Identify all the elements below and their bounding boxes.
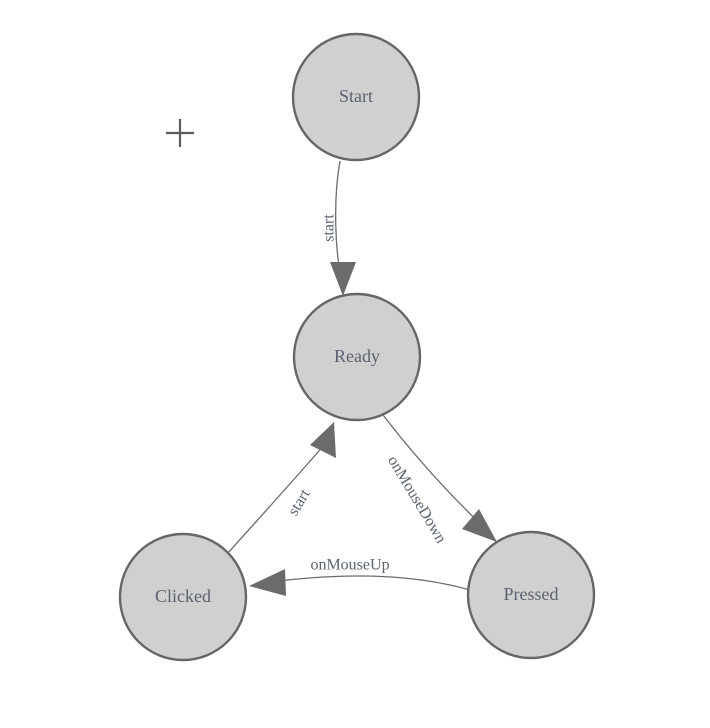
edge-path: [263, 575, 471, 591]
node-label: Clicked: [155, 586, 211, 606]
node-pressed[interactable]: Pressed: [466, 530, 596, 660]
edge-ready-to-pressed[interactable]: onMouseDown: [382, 414, 497, 546]
node-label: Start: [339, 86, 373, 106]
edge-label: start: [285, 486, 314, 519]
node-circle[interactable]: [292, 292, 422, 422]
edge-label: start: [321, 214, 338, 242]
edge-clicked-to-ready[interactable]: start: [227, 422, 336, 554]
edge-start-to-ready[interactable]: start: [321, 160, 356, 296]
node-circle[interactable]: [291, 32, 421, 162]
node-start[interactable]: Start: [291, 32, 421, 162]
node-ready[interactable]: Ready: [292, 292, 422, 422]
arrowhead-icon: [249, 569, 286, 596]
edge-label: onMouseUp: [310, 557, 389, 574]
edge-path: [227, 443, 326, 554]
node-label: Ready: [334, 346, 380, 366]
crosshair-icon: [166, 119, 194, 147]
arrowhead-icon: [330, 262, 356, 296]
edge-label: onMouseDown: [384, 453, 449, 546]
node-circle[interactable]: [466, 530, 596, 660]
edge-pressed-to-clicked[interactable]: onMouseUp: [249, 557, 471, 596]
node-clicked[interactable]: Clicked: [118, 532, 248, 662]
node-label: Pressed: [504, 584, 559, 604]
arrowhead-icon: [310, 422, 336, 458]
node-circle[interactable]: [118, 532, 248, 662]
arrowhead-icon: [462, 509, 497, 542]
